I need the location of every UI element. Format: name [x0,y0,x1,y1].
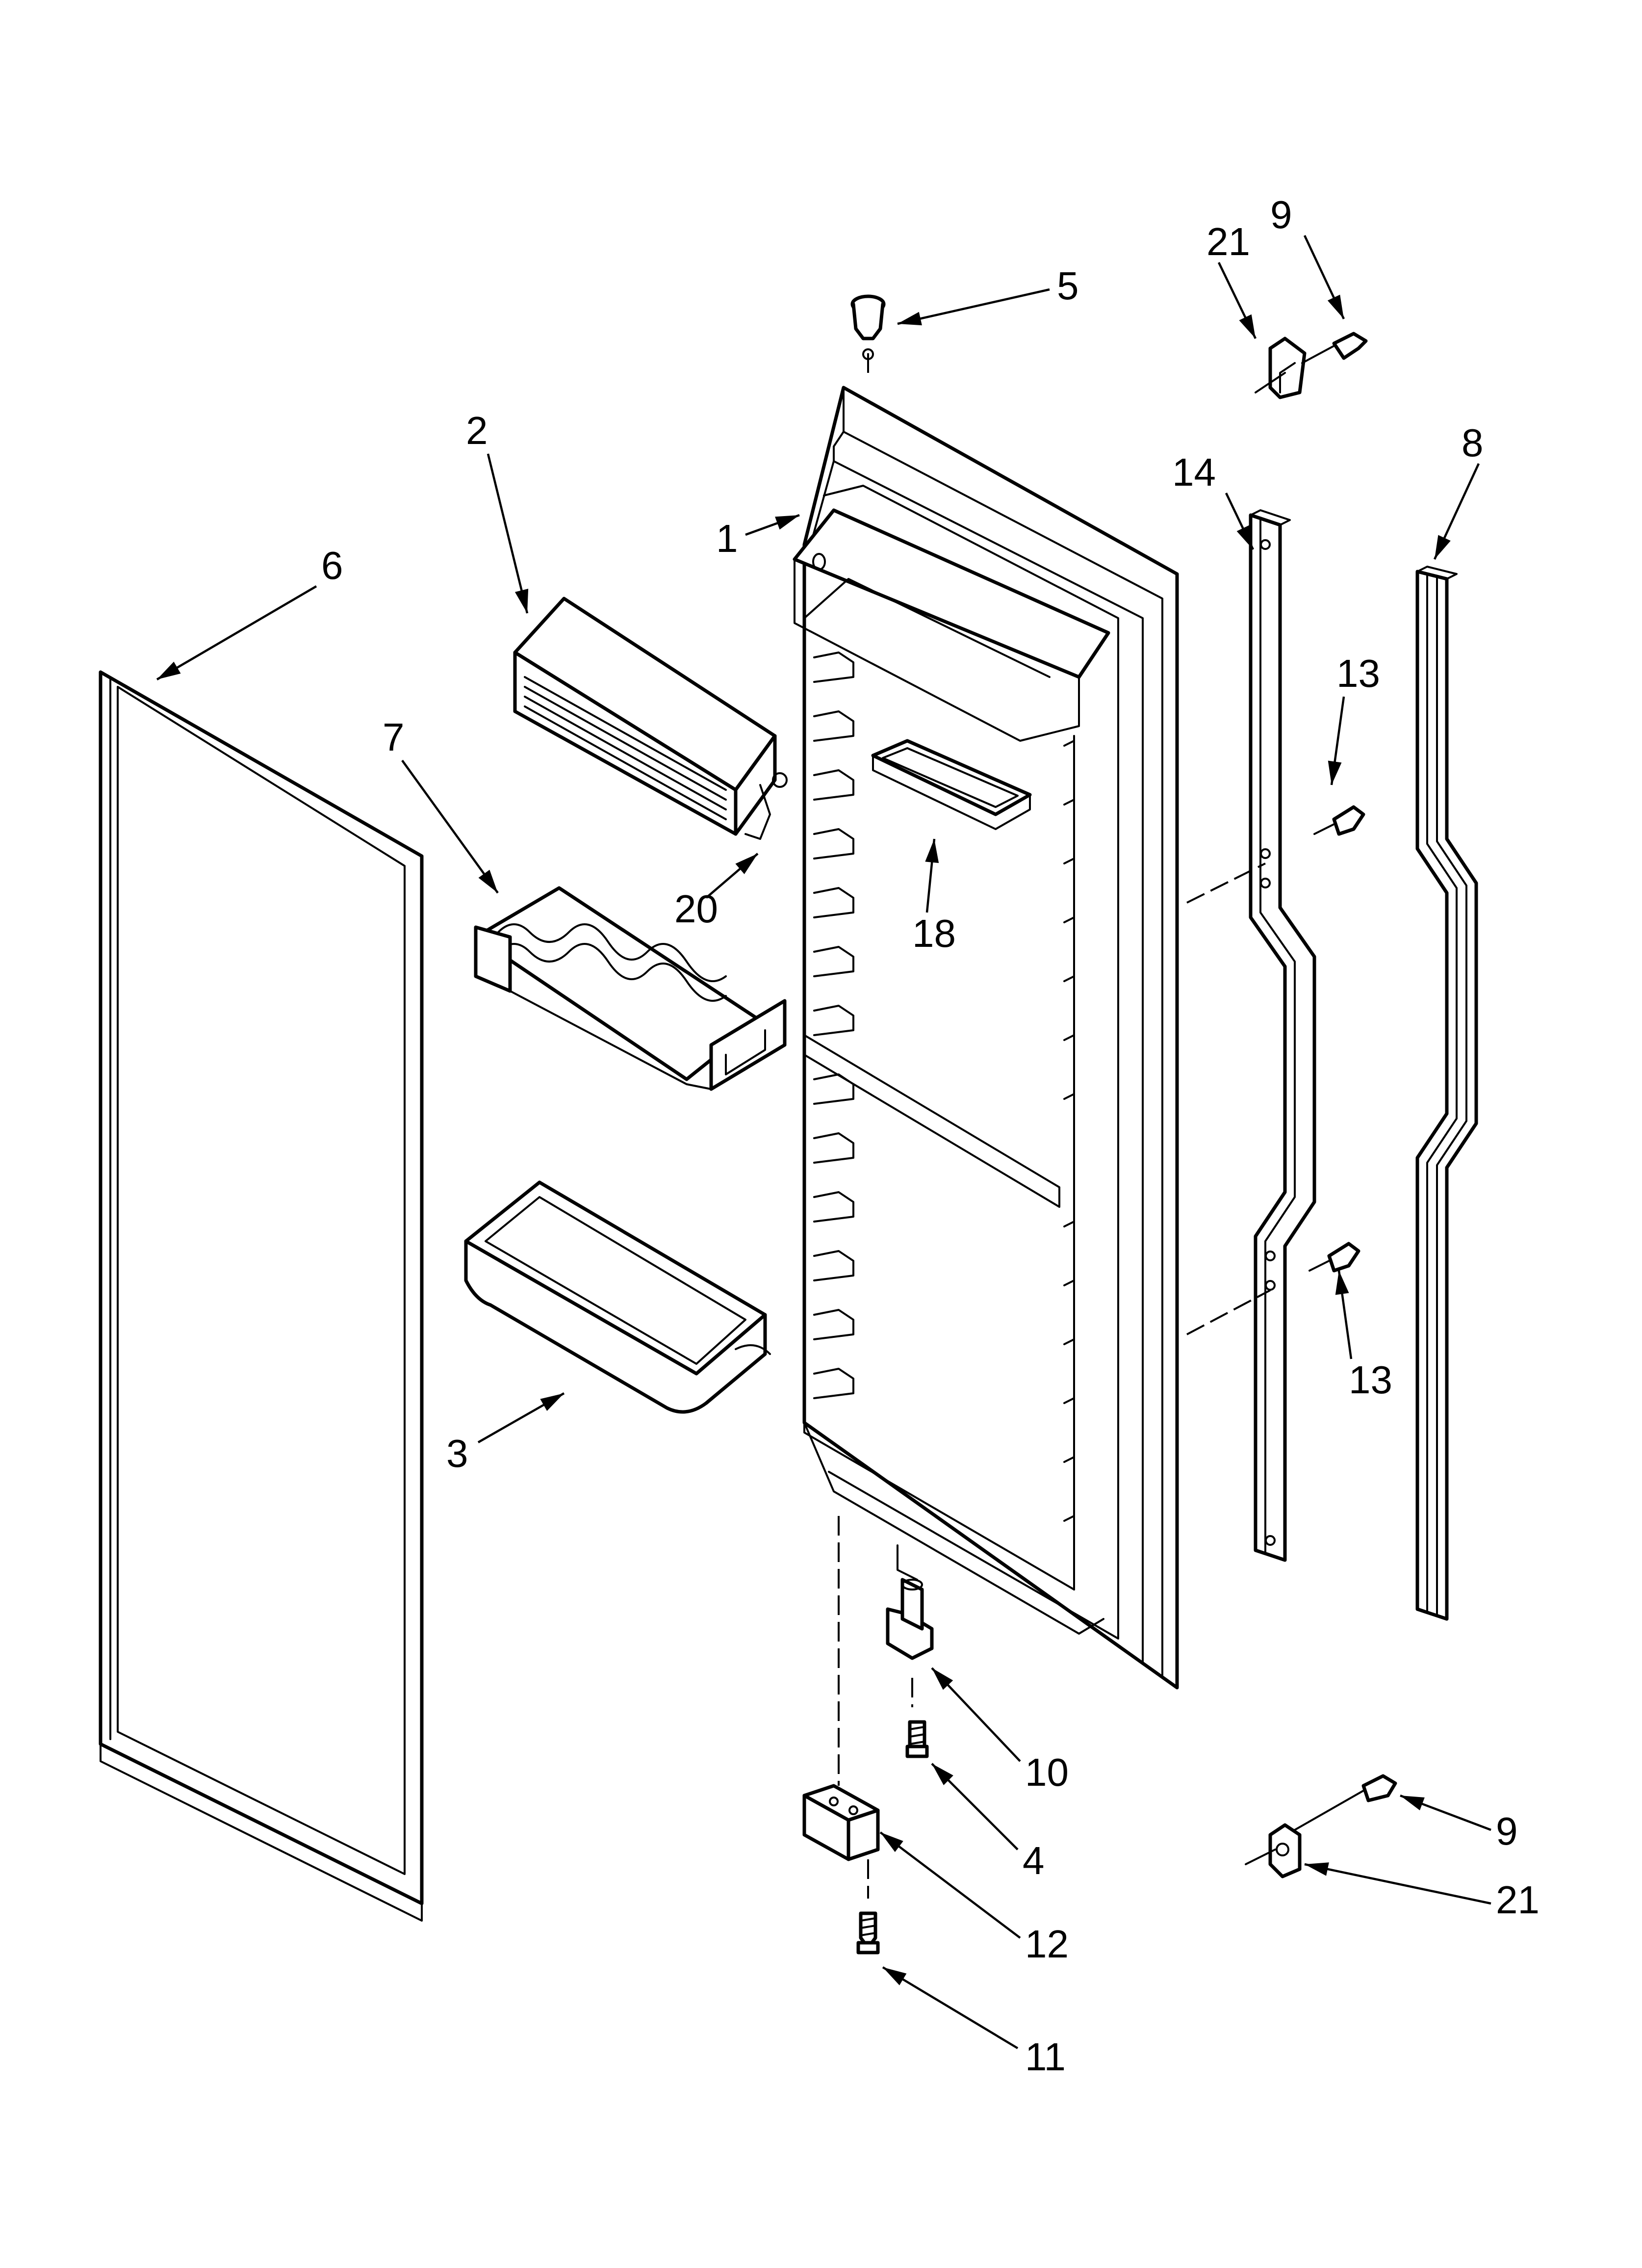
small-tray-part [871,739,1032,830]
callout-label-9-top: 9 [1270,193,1292,236]
leader-7-arrowhead [478,869,498,893]
leader-21-bottom-arrowhead [1305,1862,1329,1876]
bottom-handle-bracket-clip [1245,1774,1397,1878]
top-handle-bracket-clip [1255,332,1368,399]
hinge-plate-screw-part [856,1911,880,1955]
leader-4-arrowhead [932,1764,953,1785]
callout-label-13-bottom: 13 [1349,1358,1392,1402]
leader-13-bottom-arrowhead [1335,1271,1349,1295]
callout-label-3: 3 [446,1432,468,1475]
leader-5 [897,288,1050,325]
leader-11 [882,1966,1019,2049]
callout-label-18: 18 [912,912,956,955]
leader-9-bottom-arrowhead [1400,1796,1425,1811]
leader-3-arrowhead [540,1393,564,1411]
callout-label-2: 2 [466,409,488,452]
door-liner-part [793,386,1179,1690]
callout-label-8: 8 [1462,421,1484,465]
leader-lines [156,235,1491,2049]
leader-18-arrowhead [925,839,939,863]
handle-bracket-part [1249,509,1316,1562]
leader-7 [401,759,499,894]
callout-label-12: 12 [1025,1922,1069,1966]
leader-21-bottom [1304,1863,1491,1905]
leader-14-arrowhead [1236,525,1253,549]
leader-2 [487,453,529,614]
dairy-door-part [513,597,788,840]
callout-label-9-bottom: 9 [1496,1809,1518,1853]
leader-6 [156,585,317,680]
leader-6-arrowhead [157,661,181,679]
leader-1-arrowhead [775,515,799,530]
hinge-pin-part [850,294,886,360]
egg-rack-part [474,886,787,1091]
upper-handle-screw [1313,805,1365,836]
leader-21-top-arrowhead [1239,314,1256,339]
callout-label-6: 6 [321,544,343,587]
callout-label-7: 7 [383,715,405,759]
callout-label-20: 20 [674,887,718,931]
lower-handle-screw [1308,1242,1360,1273]
door-gasket-part [99,670,424,1922]
leader-9-top-arrowhead [1327,294,1344,319]
leader-2-arrowhead [514,589,529,613]
callout-label-21-top: 21 [1206,220,1250,263]
hinge-screw-part [905,1720,929,1758]
callout-label-5: 5 [1057,264,1079,308]
callout-label-4: 4 [1023,1839,1045,1882]
leader-12 [879,1831,1021,1939]
leader-13-top-arrowhead [1328,760,1342,785]
leader-10-arrowhead [932,1668,953,1690]
leader-5-arrowhead [898,312,922,326]
leader-20-arrowhead [735,854,758,874]
callout-label-11: 11 [1025,2035,1066,2079]
bottom-hinge-part [886,1578,934,1660]
leader-11-arrowhead [883,1967,907,1985]
callout-label-21-bottom: 21 [1496,1878,1539,1922]
leader-12-arrowhead [880,1832,903,1852]
lower-door-bin-part [464,1180,771,1414]
callout-label-14: 14 [1172,450,1216,494]
callout-label-1: 1 [716,517,738,560]
leader-8-arrowhead [1435,535,1451,559]
door-trim-part [1415,566,1478,1621]
callout-label-10: 10 [1025,1750,1069,1794]
hinge-plate-part [802,1784,880,1861]
callout-label-13-top: 13 [1336,652,1380,695]
